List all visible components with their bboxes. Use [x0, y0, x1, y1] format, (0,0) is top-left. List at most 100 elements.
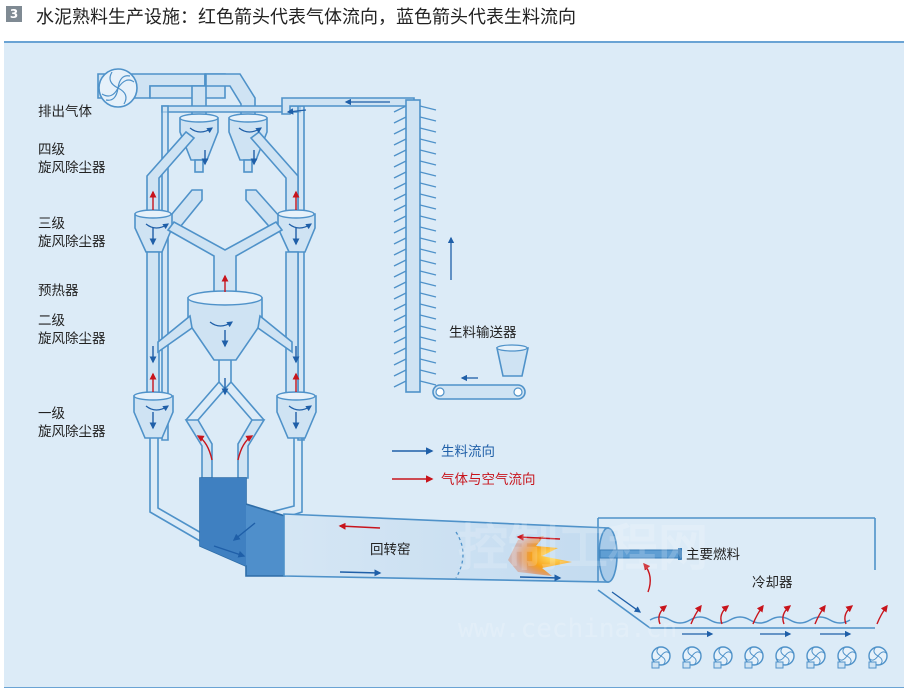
label-main-fuel: 主要燃料	[686, 546, 740, 563]
swirl-arrow	[238, 127, 262, 134]
bucket	[393, 138, 407, 146]
fan-icon	[713, 646, 733, 669]
swirl-arrow	[209, 321, 233, 328]
bucket	[393, 226, 407, 234]
figure-number: 3	[6, 6, 22, 22]
raw-feed-line	[281, 97, 415, 115]
label-stage1-line1: 一级	[38, 406, 65, 422]
hopper	[496, 347, 529, 377]
air-flow-arrow	[720, 605, 730, 625]
bucket	[393, 160, 407, 168]
cooler	[597, 517, 888, 669]
bucket	[419, 226, 437, 232]
bucket	[393, 171, 407, 179]
bucket	[393, 259, 407, 267]
bucket	[393, 369, 407, 377]
bucket	[419, 369, 437, 375]
bucket	[419, 237, 437, 243]
label-exhaust: 排出气体	[38, 104, 92, 120]
air-flow-arrow	[690, 604, 702, 625]
legend-raw-material-label: 生料流向	[441, 444, 495, 460]
fan-icon	[837, 646, 857, 669]
bucket	[393, 325, 407, 333]
bucket	[419, 292, 437, 298]
bucket	[393, 215, 407, 223]
main-fuel-burner	[599, 548, 682, 560]
air-flow-arrow	[658, 605, 668, 625]
gas-flow-arrow	[237, 435, 254, 461]
bucket	[393, 303, 407, 311]
label-stage1-line2: 旋风除尘器	[38, 424, 106, 440]
figure-title: 水泥熟料生产设施：红色箭头代表气体流向，蓝色箭头代表生料流向	[36, 7, 576, 28]
bucket	[419, 105, 437, 111]
fan-icon	[101, 71, 135, 105]
bucket	[419, 182, 437, 188]
bucket	[419, 160, 437, 166]
bucket	[393, 105, 407, 113]
watermark: 控制工程网 www.cechina.cn	[458, 519, 708, 644]
bucket	[393, 380, 407, 388]
bucket	[419, 259, 437, 265]
label-kiln: 回转窑	[370, 541, 411, 558]
label-conveyor: 生料输送器	[449, 325, 517, 341]
svg-text:控制工程网: 控制工程网	[458, 519, 708, 577]
bucket	[393, 314, 407, 322]
bucket	[419, 149, 437, 155]
bucket	[419, 116, 437, 122]
swirl-arrow	[145, 405, 169, 412]
label-stage4-line1: 四级	[38, 142, 65, 158]
bucket	[393, 292, 407, 300]
bucket	[419, 127, 437, 133]
bucket	[419, 270, 437, 276]
bucket	[419, 380, 437, 386]
bucket	[419, 193, 437, 199]
label-stage3-line1: 三级	[38, 216, 65, 232]
flame-icon	[508, 536, 572, 576]
bucket	[393, 237, 407, 245]
bucket	[419, 215, 437, 221]
figure-header: 3 水泥熟料生产设施：红色箭头代表气体流向，蓝色箭头代表生料流向	[0, 0, 913, 34]
label-preheater: 预热器	[38, 283, 79, 299]
exhaust-fan	[97, 68, 206, 108]
bucket	[393, 182, 407, 190]
rotary-kiln	[213, 513, 618, 583]
swirl-arrow	[189, 127, 213, 134]
fan-icon	[651, 646, 671, 669]
air-flow-arrow	[844, 605, 854, 625]
bucket	[419, 281, 437, 287]
gas-flow-arrow	[196, 435, 213, 461]
label-stage3-line2: 旋风除尘器	[38, 234, 106, 250]
bucket	[393, 193, 407, 201]
air-flow-arrow	[814, 604, 826, 625]
bucket	[393, 248, 407, 256]
bucket	[419, 204, 437, 210]
label-stage2-line1: 二级	[38, 313, 65, 329]
top-gas-ducts	[149, 73, 305, 441]
air-flow-arrow	[752, 604, 764, 625]
swirl-arrow	[288, 405, 312, 412]
bucket	[419, 358, 437, 364]
bucket	[419, 314, 437, 320]
bucket	[419, 248, 437, 254]
bucket	[393, 347, 407, 355]
bucket	[393, 149, 407, 157]
bucket	[419, 347, 437, 353]
air-flow-arrow	[876, 604, 888, 625]
bucket	[393, 116, 407, 124]
bucket	[419, 171, 437, 177]
bucket	[393, 127, 407, 135]
legend-gas-label: 气体与空气流向	[441, 472, 536, 488]
bucket	[393, 204, 407, 212]
swirl-arrow	[288, 223, 312, 230]
fan-icon	[868, 646, 888, 669]
bucket	[393, 270, 407, 278]
label-stage2-line2: 旋风除尘器	[38, 331, 106, 347]
label-cooler: 冷却器	[752, 575, 793, 591]
bucket-elevator	[393, 99, 455, 393]
bucket	[393, 281, 407, 289]
legend	[392, 447, 434, 483]
bucket	[393, 358, 407, 366]
fan-icon	[744, 646, 764, 669]
bucket	[419, 138, 437, 144]
